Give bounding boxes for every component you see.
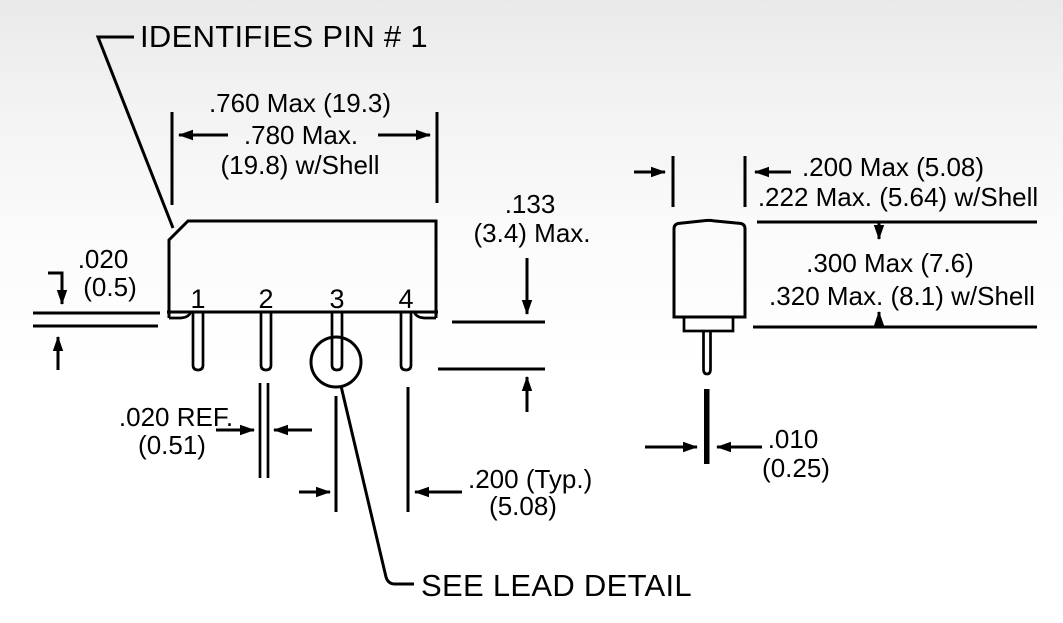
body-width-dimension: .760 Max (19.3) .780 Max. (19.8) w/Shell: [170, 88, 439, 205]
lead-detail-callout: SEE LEAD DETAIL: [309, 335, 692, 603]
pin-4-number: 4: [398, 284, 413, 314]
standoff-arrow-down: [48, 271, 68, 305]
side-body-base: [682, 315, 735, 333]
lead-thickness-dimension: .010 (0.25): [645, 389, 830, 483]
lead-detail-circle: [309, 335, 363, 389]
pin1-callout: IDENTIFIES PIN # 1: [95, 19, 428, 229]
pin1-callout-label: IDENTIFIES PIN # 1: [140, 19, 428, 54]
pin-3-lead: [330, 312, 344, 372]
pin-1-lead: [191, 312, 205, 372]
side-height-dimension: .300 Max (7.6) .320 Max. (8.1) w/Shell: [753, 220, 1037, 329]
width-dim-text-1: .760 Max (19.3): [209, 88, 391, 118]
side-width-text-1: .200 Max (5.08): [802, 152, 984, 182]
side-lead: [702, 331, 712, 376]
lead-thickness-text-1: .010: [768, 424, 819, 454]
width-dim-text-2: .780 Max.: [244, 120, 358, 150]
lead-thickness-text-2: (0.25): [762, 453, 830, 483]
standoff-text-2: (0.5): [83, 272, 136, 302]
package-left-foot: [169, 310, 193, 320]
pitch-text-2: (5.08): [489, 491, 557, 521]
pin-2-lead: [259, 312, 273, 372]
pitch-text-1: .200 (Typ.): [468, 464, 592, 494]
pitch-dimension: .200 (Typ.) (5.08): [299, 387, 592, 521]
side-body-outline: [672, 218, 747, 319]
package-right-foot: [412, 310, 436, 320]
pin-1-number: 1: [190, 284, 205, 314]
pin1-leader-line: [95, 35, 175, 229]
width-dim-text-3: (19.8) w/Shell: [221, 150, 380, 180]
standoff-text-1: .020: [78, 244, 129, 274]
lead-width-text-1: .020 REF.: [119, 402, 233, 432]
pin-2-number: 2: [258, 284, 273, 314]
lead-width-dimension: .020 REF. (0.51): [119, 383, 312, 478]
pin-3-number: 3: [329, 284, 344, 314]
pin-4-lead: [399, 312, 413, 372]
standoff-dimension: .020 (0.5): [33, 244, 160, 370]
lead-width-text-2: (0.51): [138, 430, 206, 460]
front-view: 1 2 3 4 IDENTIFIES PIN # 1 .760 Max (19.…: [33, 19, 692, 603]
side-height-text-1: .300 Max (7.6): [806, 248, 974, 278]
package-body-outline: [167, 219, 438, 318]
lead-detail-leader-line: [339, 385, 414, 586]
lead-length-text-2: (3.4) Max.: [473, 218, 590, 248]
lead-length-text-1: .133: [505, 189, 556, 219]
lead-length-dimension: .133 (3.4) Max.: [438, 189, 591, 412]
side-width-text-2: .222 Max. (5.64) w/Shell: [758, 182, 1038, 212]
lead-cross-section: [704, 389, 710, 464]
side-height-text-2: .320 Max. (8.1) w/Shell: [769, 281, 1035, 311]
side-view: .200 Max (5.08) .222 Max. (5.64) w/Shell…: [634, 152, 1038, 483]
lead-detail-label: SEE LEAD DETAIL: [421, 568, 692, 603]
side-width-dimension: .200 Max (5.08) .222 Max. (5.64) w/Shell: [634, 152, 1038, 212]
